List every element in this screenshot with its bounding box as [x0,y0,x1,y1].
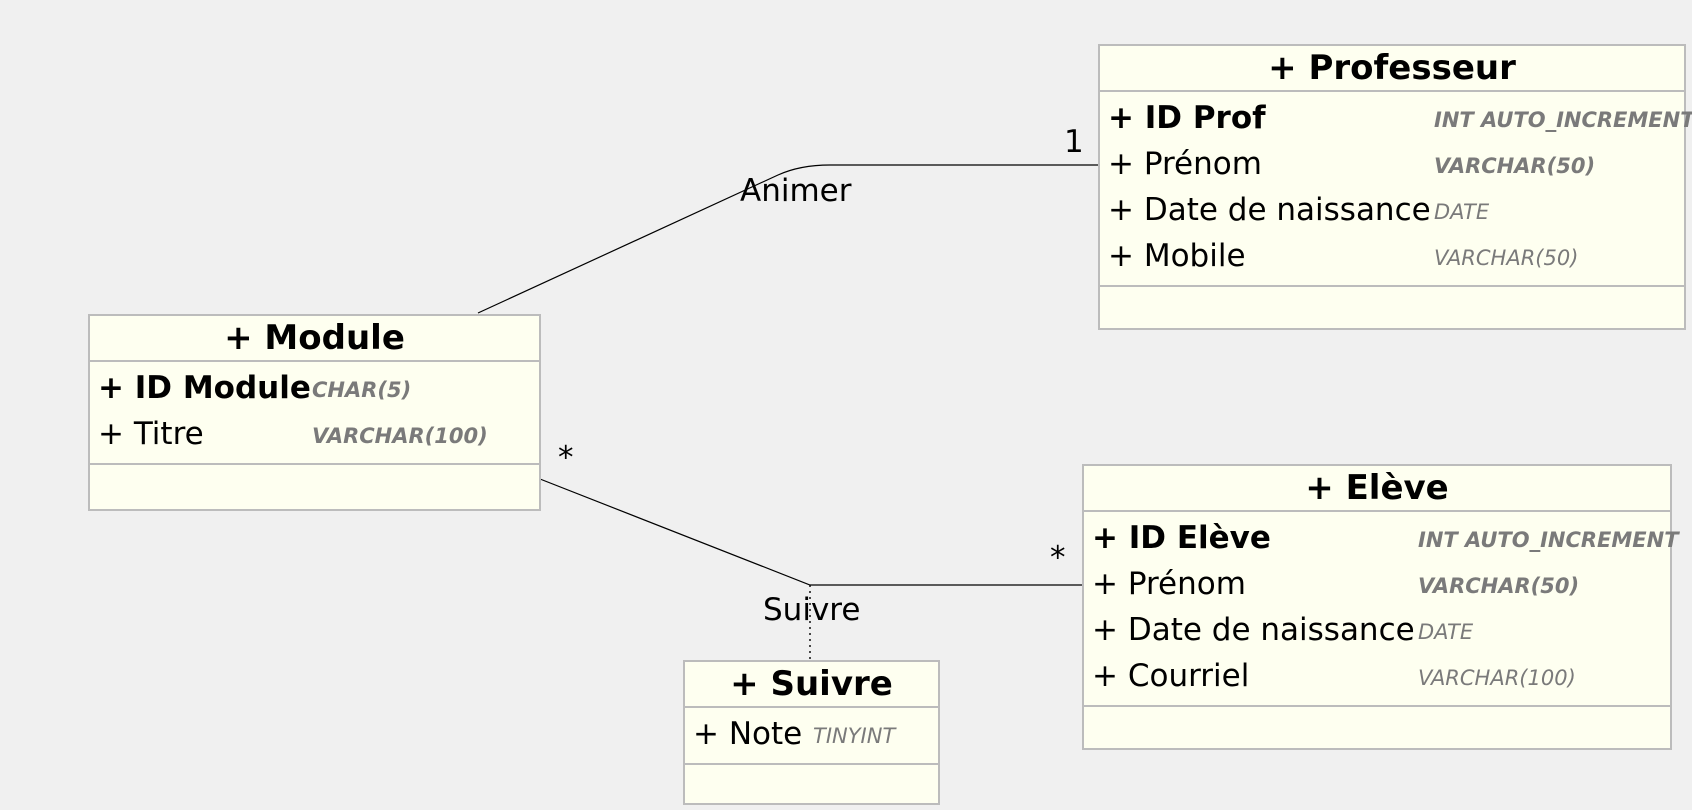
attribute-type: DATE [1418,620,1474,644]
attribute-compartment: + ID Elève INT AUTO_INCREMENT + Prénom V… [1084,512,1679,707]
attribute-type: INT AUTO_INCREMENT [1434,108,1692,132]
attribute-name: + Note [693,716,803,752]
attribute-row[interactable]: + Note TINYINT [685,711,938,757]
attribute-type: TINYINT [813,724,896,748]
attribute-type: VARCHAR(50) [1418,574,1580,598]
attribute-row[interactable]: + Mobile VARCHAR(50) [1100,233,1684,279]
attribute-type: VARCHAR(50) [1434,154,1596,178]
attribute-name: + Prénom [1092,566,1246,602]
attribute-type: DATE [1434,200,1490,224]
attribute-row[interactable]: + Prénom VARCHAR(50) [1100,141,1684,187]
attribute-name: + ID Module [98,370,311,406]
attribute-name: + ID Prof [1108,100,1266,136]
attribute-row[interactable]: + Courriel VARCHAR(100) [1084,653,1670,699]
attribute-row[interactable]: + Date de naissance DATE [1084,607,1670,653]
operation-compartment [90,465,539,505]
association-label-suivre[interactable]: Suivre [763,592,861,628]
attribute-row[interactable]: + ID Prof INT AUTO_INCREMENT [1100,95,1692,141]
class-suivre[interactable]: + Suivre + Note TINYINT [683,660,940,805]
attribute-row[interactable]: + ID Elève INT AUTO_INCREMENT [1084,515,1679,561]
operation-compartment [685,765,938,805]
class-module[interactable]: + Module + ID Module CHAR(5) + Titre VAR… [88,314,541,511]
attribute-type: VARCHAR(50) [1434,246,1579,270]
operation-compartment [1100,287,1684,327]
attribute-type: INT AUTO_INCREMENT [1418,528,1679,552]
attribute-compartment: + ID Module CHAR(5) + Titre VARCHAR(100) [90,362,539,465]
attribute-type: VARCHAR(100) [1418,666,1576,690]
class-professeur[interactable]: + Professeur + ID Prof INT AUTO_INCREMEN… [1098,44,1692,330]
attribute-name: + Date de naissance [1092,612,1415,648]
attribute-name: + Courriel [1092,658,1250,694]
attribute-name: + ID Elève [1092,520,1271,556]
association-label-animer[interactable]: Animer [740,173,852,209]
attribute-name: + Titre [98,416,204,452]
attribute-type: CHAR(5) [312,378,412,402]
attribute-name: + Date de naissance [1108,192,1431,228]
class-title: + Elève [1084,466,1670,512]
class-eleve[interactable]: + Elève + ID Elève INT AUTO_INCREMENT + … [1082,464,1679,750]
attribute-row[interactable]: + Prénom VARCHAR(50) [1084,561,1670,607]
class-title: + Module [90,316,539,362]
multiplicity-module: * [558,440,574,476]
attribute-row[interactable]: + Titre VARCHAR(100) [90,411,539,457]
multiplicity-professeur: 1 [1064,124,1084,160]
multiplicity-eleve: * [1050,540,1066,576]
attribute-compartment: + ID Prof INT AUTO_INCREMENT + Prénom VA… [1100,92,1692,287]
attribute-compartment: + Note TINYINT [685,708,938,765]
class-title: + Suivre [685,662,938,708]
attribute-row[interactable]: + ID Module CHAR(5) [90,365,539,411]
class-title: + Professeur [1100,46,1684,92]
attribute-type: VARCHAR(100) [312,424,488,448]
attribute-name: + Mobile [1108,238,1246,274]
attribute-name: + Prénom [1108,146,1262,182]
association-line-suivre [539,478,1082,586]
attribute-row[interactable]: + Date de naissance DATE [1100,187,1684,233]
operation-compartment [1084,707,1670,747]
